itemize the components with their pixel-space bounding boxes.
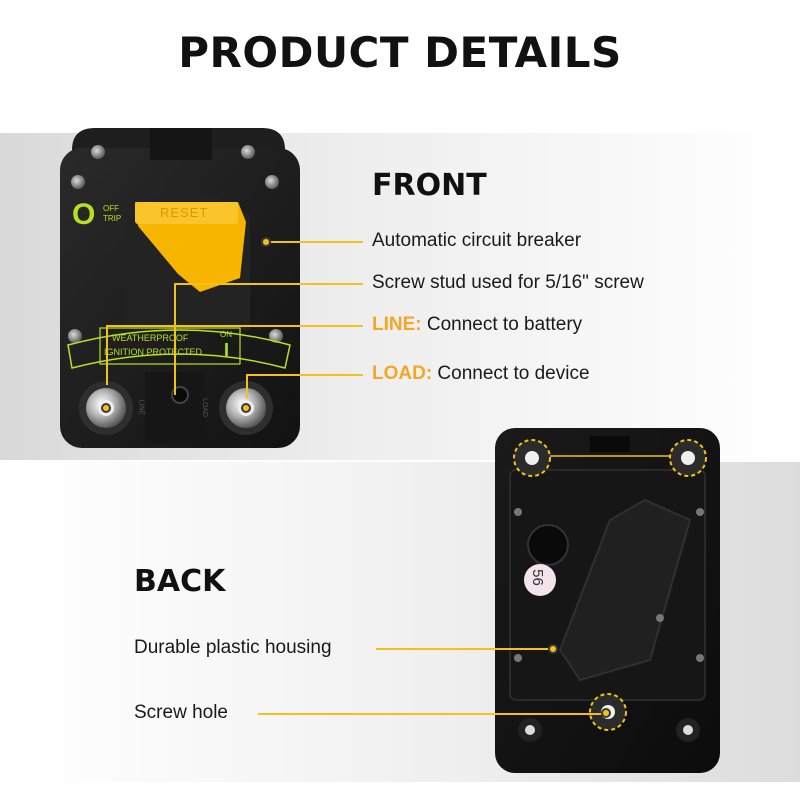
load-prefix: LOAD: <box>372 363 433 384</box>
callout-load: LOAD: Connect to device <box>372 363 590 385</box>
back-sticker: 56 <box>528 569 546 586</box>
callout-line: LINE: Connect to battery <box>372 314 582 336</box>
callout-leader <box>376 648 548 650</box>
callout-circuit-breaker: Automatic circuit breaker <box>372 230 581 252</box>
back-heading: BACK <box>134 564 226 599</box>
callout-dot <box>261 237 271 247</box>
on-symbol: I <box>224 340 230 360</box>
back-panel-background <box>20 462 800 782</box>
callout-dot <box>241 403 251 413</box>
callout-screw-stud: Screw stud used for 5/16" screw <box>372 272 644 294</box>
page-title: PRODUCT DETAILS <box>178 28 622 77</box>
callout-text: Connect to device <box>432 363 590 384</box>
callout-text: Connect to battery <box>421 314 583 335</box>
callout-leader <box>246 374 248 398</box>
load-mark: LOAD <box>201 397 209 418</box>
callout-leader <box>106 325 363 327</box>
ignition-label: IGNITION PROTECTED <box>104 347 203 357</box>
on-label: ON <box>220 330 232 339</box>
callout-text: Screw hole <box>134 702 228 723</box>
off-digit: O <box>72 198 96 231</box>
weatherproof-label: WEATHERPROOF <box>112 333 189 343</box>
callout-leader <box>106 325 108 385</box>
callout-leader <box>271 241 363 243</box>
reset-label: RESET <box>160 205 209 220</box>
callout-leader <box>174 283 176 395</box>
callout-text: Automatic circuit breaker <box>372 230 582 251</box>
callout-leader <box>174 283 363 285</box>
callout-leader <box>246 374 363 376</box>
callout-dot <box>548 644 558 654</box>
callout-dot <box>101 403 111 413</box>
callout-plastic-housing: Durable plastic housing <box>134 637 332 659</box>
trip-label: TRIP <box>103 214 122 223</box>
line-mark: LINE <box>137 399 145 416</box>
callout-screw-hole: Screw hole <box>134 702 228 724</box>
callout-dot <box>601 708 611 718</box>
off-label: OFF <box>103 204 119 213</box>
callout-leader <box>258 713 601 715</box>
line-prefix: LINE: <box>372 314 422 335</box>
front-heading: FRONT <box>372 168 487 203</box>
callout-text: Durable plastic housing <box>134 637 332 658</box>
callout-text: Screw stud used for 5/16" screw <box>372 272 644 293</box>
